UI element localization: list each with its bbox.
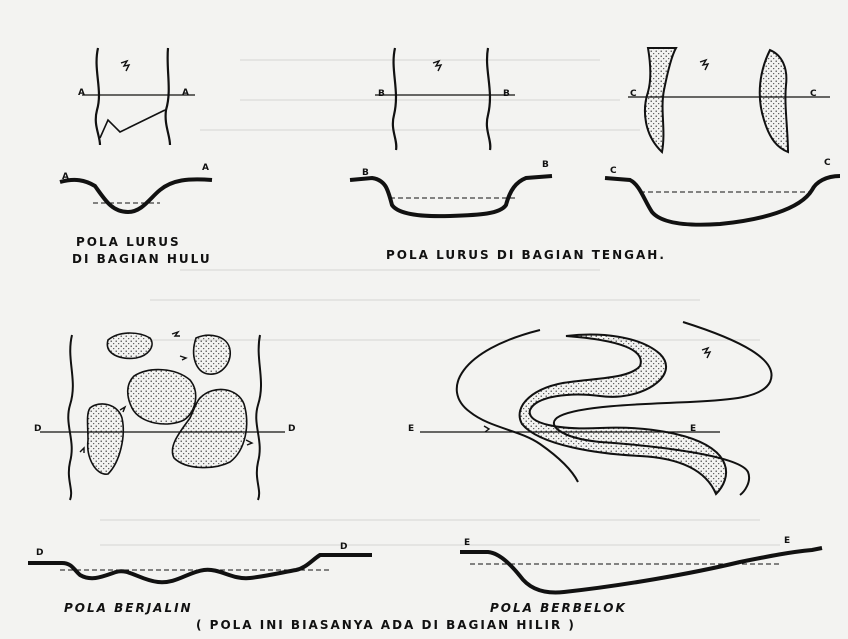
point-label-e-left: E [408, 424, 414, 434]
flow-arrow-icon [702, 348, 710, 358]
point-label-c-profile-left: C [610, 166, 617, 176]
point-label-a-left: A [78, 88, 85, 98]
point-label-d-right: D [288, 424, 295, 434]
caption-berjalin: POLA BERJALIN [64, 601, 193, 615]
profile-lurus-tengah-bars [605, 176, 840, 225]
caption-lurus-hulu-line1: POLA LURUS [76, 235, 181, 249]
profile-berbelok [460, 548, 822, 592]
plan-lurus-tengah [375, 48, 515, 150]
point-label-a-profile-right: A [202, 163, 209, 173]
plan-berbelok [420, 322, 772, 495]
point-label-e-profile-right: E [784, 536, 790, 546]
caption-lurus-tengah: POLA LURUS DI BAGIAN TENGAH. [386, 248, 666, 262]
point-label-d-profile-right: D [340, 542, 347, 552]
point-label-c-profile-right: C [824, 158, 831, 168]
flow-arrow-icon [121, 61, 129, 71]
flow-arrow-icon [433, 61, 441, 71]
point-label-e-profile-left: E [464, 538, 470, 548]
flow-arrow-icon [700, 60, 708, 70]
point-label-d-left: D [34, 424, 41, 434]
point-label-b-right: B [503, 89, 510, 99]
profile-lurus-hulu [60, 179, 212, 212]
caption-berbelok: POLA BERBELOK [490, 601, 627, 615]
point-label-c-right: C [810, 89, 817, 99]
plan-lurus-tengah-bars [628, 48, 830, 152]
caption-lurus-hulu-line2: DI BAGIAN HULU [72, 252, 212, 266]
point-label-d-profile-left: D [36, 548, 43, 558]
plan-lurus-hulu [82, 48, 195, 145]
point-label-b-profile-left: B [362, 168, 369, 178]
point-label-b-left: B [378, 89, 385, 99]
point-label-a-profile-left: A [62, 172, 69, 182]
plan-berjalin [40, 332, 285, 500]
point-label-e-right: E [690, 424, 696, 434]
scan-texture [100, 60, 780, 545]
point-label-c-left: C [630, 89, 637, 99]
profile-berjalin [28, 555, 372, 582]
caption-hilir-note: ( POLA INI BIASANYA ADA DI BAGIAN HILIR … [196, 618, 576, 632]
point-label-b-profile-right: B [542, 160, 549, 170]
profile-lurus-tengah [350, 176, 552, 216]
point-label-a-right: A [182, 88, 189, 98]
